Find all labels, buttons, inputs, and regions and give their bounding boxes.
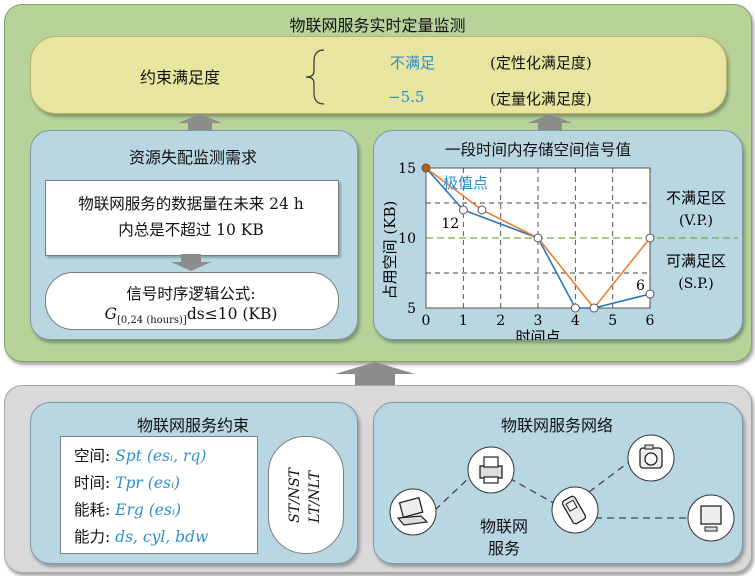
x-tick-label: 4 [571, 313, 580, 329]
region-satisfied-code: (S.P.) [678, 276, 714, 292]
network-center-label-1: 物联网 [480, 517, 529, 536]
data-point-marker [477, 205, 487, 215]
logic-types: ST/NST LT/NLT [276, 448, 334, 542]
region-unsatisfied-label: 不满足区 [666, 189, 726, 207]
constraint-row-time: 时间: Tpr (esᵢ) [74, 474, 181, 492]
extreme-point-marker [421, 163, 431, 173]
data-point-marker [533, 233, 543, 243]
series-line-0 [425, 167, 651, 309]
constraints-list [60, 436, 258, 554]
formula: G[0,24 (hours)]ds≤10 (KB) [45, 305, 337, 326]
quantitative-desc: (定量化满足度) [490, 90, 592, 108]
formula-g: G [104, 305, 117, 323]
network-links [434, 461, 691, 519]
chart-title: 一段时间内存储空间信号值 [445, 141, 631, 159]
camera-icon [627, 434, 675, 482]
x-tick-label: 2 [496, 313, 505, 329]
up-arrow-icon [335, 362, 415, 385]
data-point-marker [645, 289, 655, 299]
extreme-point-label: 极值点 [443, 174, 488, 192]
x-tick-label: 3 [534, 313, 543, 329]
up-arrow-icon [528, 114, 572, 131]
constraint-row-space: 空间: Spt (esᵢ, rq) [74, 447, 207, 465]
logic-type-box [268, 436, 344, 554]
constraints-title: 物联网服务约束 [136, 416, 249, 435]
data-point-marker [645, 233, 655, 243]
region-unsatisfied-code: (V.P.) [679, 213, 713, 229]
down-arrow-icon [171, 254, 211, 271]
brace-icon [305, 49, 325, 105]
x-tick-label: 0 [422, 313, 431, 329]
x-tick-label: 6 [646, 313, 655, 329]
constraints-rows: 空间: Spt (esᵢ, rq) 时间: Tpr (esᵢ) 能耗: Erg … [74, 443, 208, 551]
x-axis-label: 时间点 [515, 328, 560, 340]
annotation-12: 12 [441, 216, 459, 232]
laptop-icon [389, 488, 437, 536]
satisfaction-bar [30, 36, 727, 114]
quantitative-value: −5.5 [388, 88, 425, 106]
constraint-row-capability: 能力: ds, cyl, bdw [74, 528, 209, 546]
qualitative-desc: (定性化满足度) [490, 54, 592, 72]
printer-icon [467, 446, 515, 494]
requirement-line2: 内总是不超过 10 KB [118, 221, 264, 239]
data-point-marker [570, 303, 580, 313]
network-diagram [389, 434, 735, 542]
x-tick-label: 1 [459, 313, 468, 329]
y-tick-label: 5 [407, 301, 416, 317]
data-point-marker [589, 303, 599, 313]
qualitative-value: 不满足 [390, 54, 436, 72]
network-title: 物联网服务网络 [500, 416, 613, 435]
formula-body: ds≤10 (KB) [186, 305, 278, 323]
formula-title: 信号时序逻辑公式: [126, 285, 256, 303]
y-tick-label: 15 [398, 161, 416, 177]
satisfaction-label: 约束满足度 [140, 68, 221, 87]
constraint-row-energy: 能耗: Erg (esᵢ) [74, 501, 182, 519]
y-tick-label: 10 [398, 231, 416, 247]
top-title: 物联网服务实时定量监测 [289, 16, 466, 35]
up-arrow-icon [178, 114, 222, 131]
phone-icon [551, 486, 599, 534]
network-center-label-2: 服务 [488, 539, 521, 558]
logic-st-nst: ST/NST [287, 467, 303, 523]
requirement-line1: 物联网服务的数据量在未来 24 h [78, 195, 304, 213]
formula-box [45, 272, 339, 330]
logic-lt-nlt: LT/NLT [307, 470, 323, 523]
formula-subscript: [0,24 (hours)] [116, 315, 187, 327]
network-box [373, 402, 743, 564]
monitor-icon [687, 494, 735, 542]
x-tick-label: 5 [608, 313, 617, 329]
data-point-marker [458, 205, 468, 215]
region-satisfied-label: 可满足区 [666, 252, 726, 270]
requirement-box [45, 180, 339, 256]
y-axis-label: 占用空间 (KB) [381, 201, 399, 300]
annotation-6: 6 [636, 278, 645, 294]
monitoring-title: 资源失配监测需求 [128, 148, 257, 167]
